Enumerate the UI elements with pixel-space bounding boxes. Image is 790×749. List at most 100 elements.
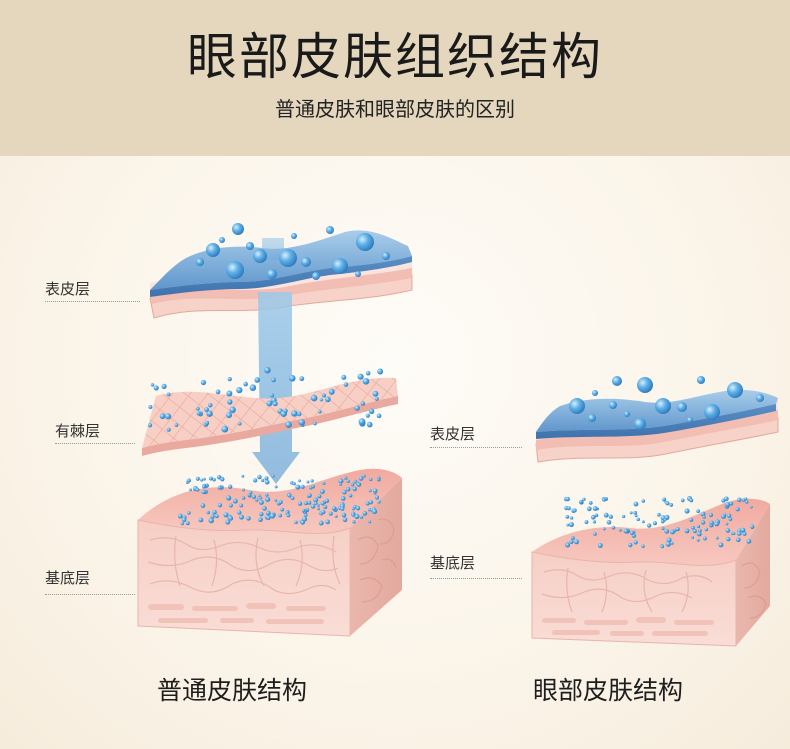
bubble	[373, 488, 378, 493]
label-left-spinous: 有棘层	[55, 421, 100, 441]
bubble	[295, 485, 300, 490]
bubble	[697, 539, 700, 542]
bubble	[325, 397, 331, 403]
bubble	[716, 537, 719, 540]
bubble	[358, 374, 364, 380]
bubble	[641, 545, 644, 548]
bubble	[271, 378, 276, 383]
bubble	[369, 489, 372, 492]
bubble	[701, 520, 705, 524]
bubble	[655, 398, 671, 414]
bubble	[322, 393, 326, 397]
bubble	[301, 485, 305, 489]
bubble	[202, 490, 206, 494]
label-left-basal: 基底层	[45, 568, 90, 588]
bubble	[167, 428, 171, 432]
bubble	[219, 237, 225, 243]
bubble	[218, 486, 222, 490]
bubble	[304, 513, 307, 516]
bubble	[603, 527, 606, 530]
bubble	[362, 511, 367, 516]
bubble	[267, 269, 277, 279]
bubble	[304, 501, 308, 505]
bubble	[286, 513, 290, 517]
bubble	[633, 502, 638, 507]
bubble	[372, 509, 377, 514]
bubble	[353, 487, 357, 491]
bubble	[165, 413, 171, 419]
bubble	[367, 422, 373, 428]
bubble	[356, 233, 374, 251]
bubble	[589, 501, 593, 505]
bubble	[604, 513, 609, 518]
bubble	[284, 409, 288, 413]
bubble	[375, 397, 379, 401]
bubble	[710, 521, 714, 525]
bubble	[203, 478, 206, 481]
bubble	[228, 485, 232, 489]
bubble	[212, 510, 217, 515]
label-right-basal: 基底层	[430, 553, 475, 573]
bubble	[746, 539, 751, 544]
bubble	[681, 499, 685, 503]
bubble	[196, 258, 204, 266]
bubble	[344, 382, 349, 387]
bubble	[633, 511, 637, 515]
bubble	[239, 504, 243, 508]
bubble	[273, 401, 278, 406]
bubble	[302, 509, 305, 512]
bubble	[265, 493, 268, 496]
bubble	[363, 475, 366, 478]
bubble	[332, 506, 336, 510]
bubble	[280, 508, 284, 512]
bubble	[653, 521, 657, 525]
bubble	[167, 393, 171, 397]
bubble	[239, 515, 244, 520]
bubble	[361, 401, 365, 405]
bubble	[373, 391, 379, 397]
bubble	[666, 542, 671, 547]
bubble	[634, 540, 638, 544]
bubble	[642, 520, 645, 523]
bubble	[241, 475, 244, 478]
bubble	[181, 522, 184, 525]
bubble	[368, 520, 371, 523]
bubble	[696, 509, 700, 513]
bubble	[265, 480, 270, 485]
bubble	[229, 407, 236, 414]
bubble	[612, 526, 616, 530]
bubble	[291, 496, 295, 500]
caption-normal-skin: 普通皮肤结构	[82, 674, 382, 708]
bubble	[637, 377, 653, 393]
bubble	[585, 520, 589, 524]
bubble	[351, 483, 354, 486]
bubble	[565, 542, 570, 547]
bubble	[569, 540, 573, 544]
bubble	[703, 515, 706, 518]
bubble	[676, 527, 680, 531]
bubble	[314, 502, 317, 505]
bubble	[297, 412, 301, 416]
label-right-epidermis: 表皮层	[430, 424, 475, 444]
bubble	[261, 479, 264, 482]
bubble	[226, 412, 232, 418]
bubble	[366, 501, 370, 505]
bubble	[311, 395, 318, 402]
bubble	[726, 528, 731, 533]
bubble	[377, 414, 382, 419]
bubble	[338, 479, 343, 484]
bubble	[221, 426, 228, 433]
bubble	[321, 510, 325, 514]
bubble	[689, 498, 693, 502]
bubble	[344, 476, 347, 479]
leader-left-epidermis	[45, 301, 140, 302]
bubble	[307, 481, 310, 484]
bubble	[287, 493, 291, 497]
bubble	[750, 506, 753, 509]
bubble	[569, 522, 574, 527]
bubble	[246, 242, 254, 250]
bubble	[664, 529, 669, 534]
bubble	[714, 521, 719, 526]
bubble	[341, 496, 346, 501]
